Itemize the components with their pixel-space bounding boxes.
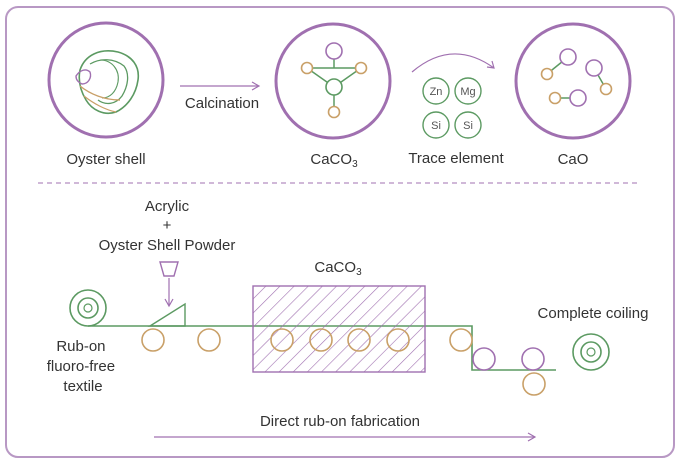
trace-element-label: Trace element bbox=[408, 150, 504, 167]
acrylic-label: Acrylic bbox=[145, 198, 190, 215]
complete-coiling-label: Complete coiling bbox=[538, 305, 649, 322]
oyster-shell-circle bbox=[47, 21, 165, 139]
roller bbox=[449, 328, 473, 352]
element-si-1-circle bbox=[422, 111, 450, 139]
roller bbox=[270, 328, 294, 352]
textile-label: Rub-on fluoro-free textile bbox=[47, 338, 120, 395]
element-zn-circle bbox=[422, 77, 450, 105]
pinch-roller bbox=[472, 347, 496, 371]
element-mg: Mg bbox=[460, 86, 475, 98]
textile-label-line: Rub-on bbox=[56, 338, 105, 355]
textile-label-line: textile bbox=[63, 378, 102, 395]
cao-circle bbox=[514, 22, 632, 140]
oyster-shell-node bbox=[47, 21, 165, 139]
element-mg-circle bbox=[454, 77, 482, 105]
element-si-2: Si bbox=[463, 120, 473, 132]
cao-label: CaO bbox=[558, 151, 589, 168]
hopper-icon bbox=[159, 261, 179, 308]
powder-label: Oyster Shell Powder bbox=[99, 237, 236, 254]
caco3-molecule-icon bbox=[300, 42, 368, 119]
caco3-top-label: CaCO3 bbox=[310, 151, 358, 170]
caco3-molecule-node bbox=[274, 22, 392, 140]
textile-label-line: fluoro-free bbox=[47, 358, 115, 375]
pinch-roller bbox=[521, 347, 545, 371]
roller bbox=[197, 328, 221, 352]
trace-elements: Zn Mg Si Si bbox=[422, 77, 482, 139]
trace-arrow bbox=[411, 53, 495, 73]
element-zn: Zn bbox=[430, 86, 443, 98]
cao-node bbox=[514, 22, 632, 140]
element-si-1: Si bbox=[431, 120, 441, 132]
plus-label: + bbox=[163, 217, 172, 234]
caco3-molecule-circle bbox=[274, 22, 392, 140]
roller bbox=[347, 328, 371, 352]
roller bbox=[141, 328, 165, 352]
caco3-bottom-label: CaCO3 bbox=[314, 259, 362, 278]
fabrication-arrow bbox=[154, 432, 537, 442]
calcination-label: Calcination bbox=[185, 95, 259, 112]
roller bbox=[309, 328, 333, 352]
pinch-rollers bbox=[472, 347, 545, 371]
cao-molecule-icon bbox=[540, 48, 613, 107]
spreader-blade bbox=[147, 302, 186, 327]
fabrication-label: Direct rub-on fabrication bbox=[260, 413, 420, 430]
outer-frame bbox=[5, 6, 675, 458]
input-roll-icon bbox=[69, 289, 107, 327]
roller bbox=[386, 328, 410, 352]
roller-set bbox=[141, 328, 546, 396]
element-si-2-circle bbox=[454, 111, 482, 139]
calcination-arrow bbox=[180, 81, 261, 91]
oyster-shell-icon bbox=[75, 50, 140, 115]
oyster-shell-label: Oyster shell bbox=[66, 151, 145, 168]
roller bbox=[522, 372, 546, 396]
output-coil-icon bbox=[572, 333, 610, 371]
